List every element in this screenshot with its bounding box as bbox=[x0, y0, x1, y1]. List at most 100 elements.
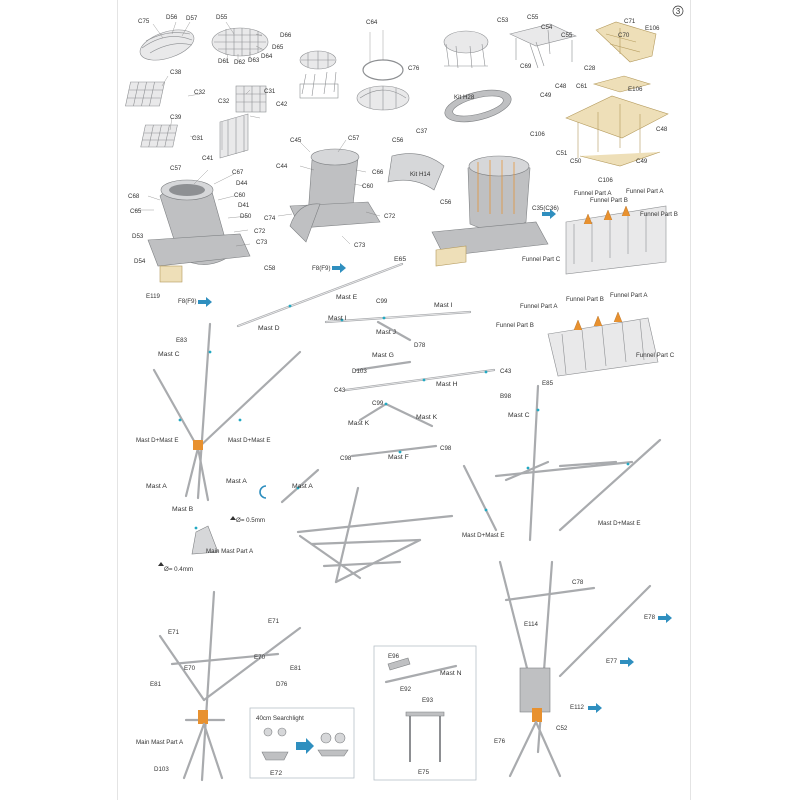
label-c42: C42 bbox=[276, 101, 288, 108]
label-funnel-b2: Funnel Part B bbox=[640, 211, 678, 218]
label-c99b: C99 bbox=[372, 400, 384, 407]
label-mast-k2: Mast K bbox=[348, 420, 370, 427]
label-d78: D78 bbox=[414, 342, 426, 349]
label-c61: C61 bbox=[576, 83, 588, 90]
label-searchlight: 40cm Searchlight bbox=[256, 715, 304, 722]
label-e78: E78 bbox=[644, 614, 656, 621]
funnel-kit-h14 bbox=[387, 153, 445, 191]
label-c78: C78 bbox=[572, 579, 584, 586]
funnel-left bbox=[147, 179, 251, 283]
label-e83: E83 bbox=[176, 337, 188, 344]
platform-c55 bbox=[509, 23, 577, 69]
label-c73b: C73 bbox=[354, 242, 366, 249]
platform-c71 bbox=[595, 21, 657, 63]
rotate-icon bbox=[259, 485, 267, 499]
label-mast-a3: Mast A bbox=[292, 483, 313, 490]
mast-assembly-bottom-right bbox=[498, 560, 652, 778]
label-d65: D65 bbox=[272, 44, 284, 51]
arrow-icons bbox=[198, 209, 672, 713]
label-e106b: E106 bbox=[628, 86, 643, 93]
label-c74: C74 bbox=[264, 215, 276, 222]
label-d56: D56 bbox=[166, 14, 178, 21]
part-labels: C75 D56 D57 D55 D66 D65 D64 D63 D62 D61 … bbox=[128, 14, 678, 777]
label-c35: C35(C36) bbox=[532, 205, 559, 212]
label-c49a: C49 bbox=[540, 92, 552, 99]
label-c55b: C55 bbox=[561, 32, 573, 39]
label-b98: B98 bbox=[500, 393, 512, 400]
grating-c32 bbox=[235, 85, 267, 113]
label-c53: C53 bbox=[497, 17, 509, 24]
label-e114: E114 bbox=[524, 621, 539, 628]
label-funnel-c1: Funnel Part C bbox=[522, 256, 561, 263]
label-d62: D62 bbox=[234, 59, 246, 66]
label-c58: C58 bbox=[264, 265, 276, 272]
label-mast-i2: Mast I bbox=[328, 315, 347, 322]
label-e76: E76 bbox=[494, 738, 506, 745]
funnel-right bbox=[431, 155, 549, 267]
label-c43a: C43 bbox=[500, 368, 512, 375]
label-e70a: E70 bbox=[184, 665, 196, 672]
platform-c53 bbox=[443, 30, 489, 69]
mast-platform-c52 bbox=[519, 667, 551, 713]
label-e81a: E81 bbox=[150, 681, 162, 688]
label-funnel-a4: Funnel Part A bbox=[610, 292, 648, 299]
main-mast-cone bbox=[158, 516, 236, 566]
label-mast-g: Mast G bbox=[372, 352, 394, 359]
label-mast-j: Mast J bbox=[376, 329, 396, 336]
label-kit-h14: Kit H14 bbox=[410, 171, 431, 178]
label-c57a: C57 bbox=[170, 165, 182, 172]
label-mast-de2: Mast D+Mast E bbox=[228, 437, 270, 444]
label-d44: D44 bbox=[236, 180, 248, 187]
arrow-icon-e78 bbox=[658, 613, 672, 623]
label-e70b: E70 bbox=[254, 654, 266, 661]
label-e72: E72 bbox=[270, 770, 282, 777]
label-funnel-a2: Funnel Part A bbox=[626, 188, 664, 195]
label-c31b: C31 bbox=[192, 135, 204, 142]
label-mast-n: Mast N bbox=[440, 670, 462, 677]
label-c54: C54 bbox=[541, 24, 553, 31]
label-mast-h: Mast H bbox=[436, 381, 458, 388]
label-c75: C75 bbox=[138, 18, 150, 25]
label-c66: C66 bbox=[372, 169, 384, 176]
mast-tripod-right bbox=[462, 384, 662, 542]
mast-frame-center bbox=[296, 486, 454, 584]
label-main-mast-a2: Main Mast Part A bbox=[136, 739, 184, 746]
label-c48b: C48 bbox=[656, 126, 668, 133]
label-c32b: C32 bbox=[218, 98, 230, 105]
label-phi04: Ø= 0.4mm bbox=[164, 566, 193, 573]
label-e106a: E106 bbox=[645, 25, 660, 32]
label-funnel-c2: Funnel Part C bbox=[636, 352, 675, 359]
grating-c38 bbox=[125, 81, 165, 107]
mast-assembly-bottom-left bbox=[158, 590, 302, 782]
label-e112: E112 bbox=[570, 704, 585, 711]
label-e71b: E71 bbox=[268, 618, 280, 625]
label-c44: C44 bbox=[276, 163, 288, 170]
label-mast-de1: Mast D+Mast E bbox=[136, 437, 178, 444]
label-d57: D57 bbox=[186, 15, 198, 22]
label-mast-d: Mast D bbox=[258, 325, 280, 332]
platform-small-oval bbox=[299, 50, 339, 99]
label-c68: C68 bbox=[128, 193, 140, 200]
label-c60b: C60 bbox=[362, 183, 374, 190]
label-mast-a1: Mast A bbox=[146, 483, 167, 490]
label-d76: D76 bbox=[276, 681, 288, 688]
page-number-badge bbox=[672, 5, 684, 17]
label-mast-f: Mast F bbox=[388, 454, 409, 461]
grating-c39 bbox=[140, 124, 178, 148]
label-f8a: F8(F9) bbox=[178, 298, 197, 305]
label-e96: E96 bbox=[388, 653, 400, 660]
label-mast-c1: Mast C bbox=[158, 351, 180, 358]
label-c64: C64 bbox=[366, 19, 378, 26]
label-funnel-b3: Funnel Part B bbox=[566, 296, 604, 303]
label-funnel-b1: Funnel Part B bbox=[590, 197, 628, 204]
label-mast-b: Mast B bbox=[172, 506, 194, 513]
label-d66: D66 bbox=[280, 32, 292, 39]
screens-c42 bbox=[219, 113, 249, 159]
label-c43b: C43 bbox=[334, 387, 346, 394]
label-d54: D54 bbox=[134, 258, 146, 265]
page-number: 3 bbox=[676, 7, 681, 16]
label-f8b: F8(F9) bbox=[312, 265, 331, 272]
label-d41: D41 bbox=[238, 202, 250, 209]
platform-c48-assembly bbox=[565, 75, 669, 167]
